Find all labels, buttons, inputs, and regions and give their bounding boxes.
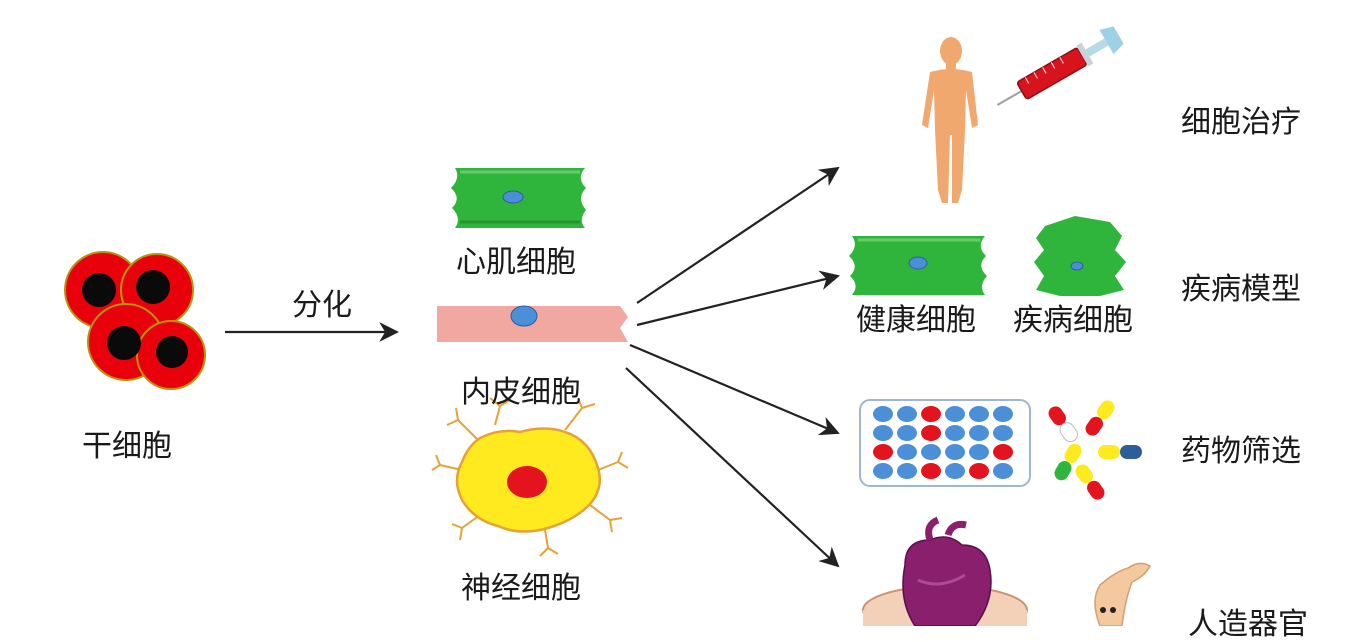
plate-well	[897, 425, 917, 441]
plate-well	[969, 444, 989, 460]
organoid-icon	[1094, 562, 1151, 626]
plate-well	[993, 463, 1013, 479]
diseased-cell-label: 疾病细胞	[1013, 303, 1133, 338]
arrow-to-drug-screening	[629, 343, 840, 436]
cardiomyocyte-cell	[451, 168, 586, 228]
drug-screening-label: 药物筛选	[1181, 434, 1301, 469]
plate-well	[897, 406, 917, 422]
plate-well	[873, 425, 893, 441]
plate-well	[873, 444, 893, 460]
healthy-muscle-cell	[849, 236, 987, 295]
plate-well	[969, 406, 989, 422]
neuron-cell	[431, 397, 629, 557]
plate-well	[945, 406, 965, 422]
arrow-to-artificial-organ	[625, 367, 840, 568]
plate-well	[873, 463, 893, 479]
plate-well	[921, 463, 941, 479]
healthy-cell-label: 健康细胞	[856, 303, 976, 338]
arrow-to-cell-therapy	[636, 166, 840, 304]
endothelial-label: 内皮细胞	[461, 375, 581, 410]
plate-well	[945, 425, 965, 441]
plate-well	[945, 444, 965, 460]
pill-capsules-icon	[1048, 400, 1142, 500]
plate-well	[921, 444, 941, 460]
plate-well	[969, 425, 989, 441]
stem-cell-cluster	[64, 251, 206, 390]
plate-well	[993, 444, 1013, 460]
heart-icon	[902, 516, 992, 626]
human-figure-icon	[922, 37, 978, 203]
plate-well	[897, 463, 917, 479]
endothelial-cell	[437, 305, 628, 342]
stem-cell-differentiation-diagram: 干细胞 分化 心肌细胞 内皮细胞 神经细胞 细胞治疗 疾病模型 健康细胞 疾病细…	[64, 26, 1308, 640]
plate-well	[897, 444, 917, 460]
cell-nucleus	[156, 336, 188, 368]
differentiation-label: 分化	[292, 288, 352, 323]
plate-well	[945, 463, 965, 479]
arrow-to-disease-model	[636, 270, 840, 327]
diagram-canvas	[64, 26, 1151, 626]
artificial-organ-label: 人造器官	[1188, 607, 1308, 642]
cardiomyocyte-label: 心肌细胞	[456, 245, 576, 280]
cell-nucleus	[82, 273, 116, 307]
stem-cell-label: 干细胞	[82, 429, 172, 464]
plate-well	[993, 425, 1013, 441]
well-plate-icon	[859, 399, 1031, 487]
cell-therapy-label: 细胞治疗	[1181, 105, 1301, 140]
disease-model-label: 疾病模型	[1181, 272, 1301, 307]
plate-well	[921, 425, 941, 441]
neuron-label: 神经细胞	[461, 571, 581, 606]
syringe-icon	[996, 26, 1124, 106]
plate-well	[993, 406, 1013, 422]
plate-well	[873, 406, 893, 422]
diseased-muscle-cell	[1034, 216, 1126, 296]
cell-nucleus	[107, 326, 141, 360]
plate-well	[921, 406, 941, 422]
plate-well	[969, 463, 989, 479]
cell-nucleus	[136, 270, 170, 304]
